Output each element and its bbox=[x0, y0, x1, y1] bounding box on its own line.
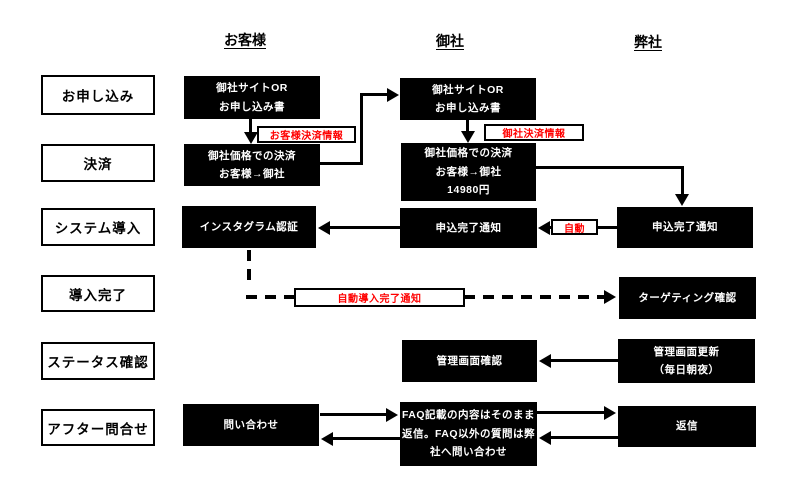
stage-label-payment: 決済 bbox=[41, 144, 155, 182]
arrow-client-payment-to-vendor-notice-seg1 bbox=[536, 166, 684, 169]
arrow-customer-payment-to-client-signup-seg3 bbox=[360, 93, 387, 96]
customer-instagram-auth-box: インスタグラム認証 bbox=[182, 206, 316, 248]
arrow-reply-to-faq-line bbox=[551, 436, 618, 439]
arrow-reply-to-faq-head bbox=[539, 431, 551, 445]
client-faq-reply-box: FAQ記載の内容はそのまま 返信。FAQ以外の質問は弊 社へ問い合わせ bbox=[400, 402, 537, 466]
vendor-reply-box: 返信 bbox=[618, 406, 756, 447]
arrow-faq-to-inquiry-line bbox=[333, 437, 400, 440]
dashed-arrow-instagram-to-targeting-seg3 bbox=[464, 295, 604, 299]
arrow-client-signup-to-payment-head bbox=[461, 131, 475, 143]
client-admin-check-box: 管理画面確認 bbox=[402, 340, 537, 382]
arrow-customer-payment-to-client-signup-seg1 bbox=[320, 162, 363, 165]
arrow-admin-update-to-admin-check-head bbox=[539, 354, 551, 368]
auto-install-complete-notice-label: 自動導入完了通知 bbox=[294, 288, 465, 307]
column-header-vendor: 弊社 bbox=[634, 34, 662, 50]
arrow-client-signup-to-payment-line bbox=[466, 120, 469, 133]
arrow-inquiry-to-faq-line bbox=[320, 413, 386, 416]
stage-label-system-install: システム導入 bbox=[41, 208, 155, 246]
arrow-customer-signup-to-payment-head bbox=[244, 132, 258, 144]
arrow-customer-signup-to-payment-line bbox=[249, 119, 252, 134]
arrow-vendor-notice-to-client-notice-head bbox=[538, 221, 550, 235]
arrow-customer-payment-to-client-signup-seg2 bbox=[360, 93, 363, 165]
dashed-arrow-instagram-to-targeting-seg1 bbox=[247, 250, 251, 288]
column-header-client: 御社 bbox=[436, 33, 464, 49]
client-signup-box: 御社サイトOR お申し込み書 bbox=[400, 78, 536, 120]
arrow-faq-to-reply-head bbox=[604, 406, 616, 420]
customer-payment-box: 御社価格での決済 お客様→御社 bbox=[184, 144, 320, 186]
stage-label-install-done: 導入完了 bbox=[41, 275, 155, 312]
client-payment-box: 御社価格での決済 お客様→御社 14980円 bbox=[401, 143, 536, 201]
vendor-admin-update-box: 管理画面更新 （毎日朝夜） bbox=[618, 339, 755, 383]
dashed-arrow-instagram-to-targeting-head bbox=[604, 290, 616, 304]
client-payment-info-label: 御社決済情報 bbox=[484, 124, 584, 141]
arrow-client-notice-to-instagram-line bbox=[330, 226, 400, 229]
customer-inquiry-box: 問い合わせ bbox=[183, 404, 319, 446]
customer-payment-info-label: お客様決済情報 bbox=[257, 126, 356, 143]
customer-signup-box: 御社サイトOR お申し込み書 bbox=[184, 76, 320, 119]
dashed-arrow-instagram-to-targeting-seg2 bbox=[246, 295, 294, 299]
stage-label-application: お申し込み bbox=[41, 75, 155, 115]
arrow-faq-to-inquiry-head bbox=[321, 432, 333, 446]
stage-label-status-check: ステータス確認 bbox=[41, 342, 155, 380]
arrow-inquiry-to-faq-head bbox=[386, 408, 398, 422]
vendor-targeting-box: ターゲティング確認 bbox=[619, 277, 756, 319]
arrow-faq-to-reply-line bbox=[537, 411, 604, 414]
arrow-client-payment-to-vendor-notice-head bbox=[675, 194, 689, 206]
vendor-complete-notice-box: 申込完了通知 bbox=[617, 207, 753, 248]
arrow-customer-payment-to-client-signup-head bbox=[387, 88, 399, 102]
arrow-client-payment-to-vendor-notice-seg2 bbox=[681, 166, 684, 195]
column-header-customer: お客様 bbox=[224, 32, 266, 48]
arrow-admin-update-to-admin-check-line bbox=[551, 359, 618, 362]
client-complete-notice-box: 申込完了通知 bbox=[400, 208, 537, 248]
auto-label: 自動 bbox=[551, 219, 598, 235]
stage-label-after-inquiry: アフター問合せ bbox=[41, 409, 155, 446]
arrow-client-notice-to-instagram-head bbox=[318, 221, 330, 235]
